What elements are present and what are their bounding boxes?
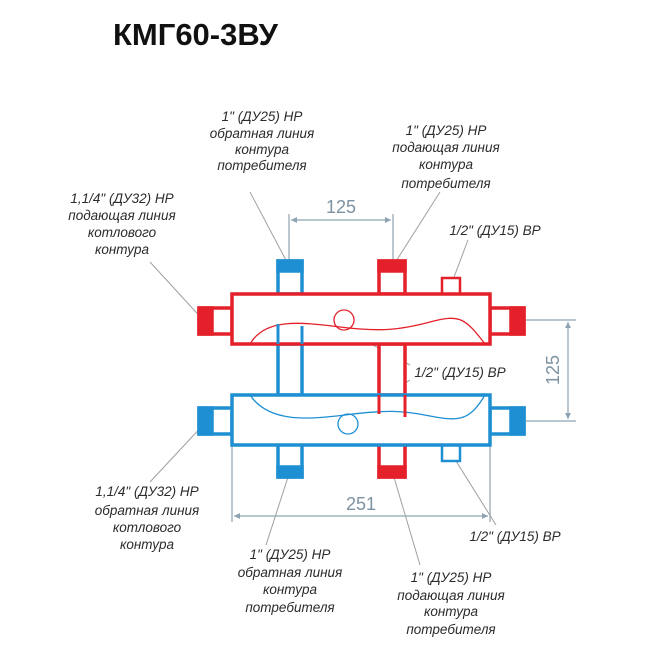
return-sensor-port	[337, 413, 359, 435]
return-header	[230, 393, 492, 447]
supply-header-cutaway	[249, 317, 486, 345]
svg-text:1" (ДУ25) НР: 1" (ДУ25) НР	[222, 109, 303, 124]
svg-text:котлового: котлового	[113, 520, 182, 535]
label-middle-ports: 1/2" (ДУ15) ВР	[414, 365, 505, 380]
svg-text:потребителя: потребителя	[245, 600, 334, 615]
label-bottom-supply-consumer: 1" (ДУ25) НР подающая линия контура потр…	[397, 570, 504, 637]
svg-text:потребителя: потребителя	[217, 158, 306, 173]
top-small-port	[440, 276, 462, 296]
label-top-supply-consumer: 1" (ДУ25) НР подающая линия контура потр…	[392, 123, 499, 191]
dimension-length-251: 251	[231, 446, 491, 522]
label-top-return-consumer: 1" (ДУ25) НР обратная линия контура потр…	[210, 109, 315, 173]
supply-header	[230, 292, 492, 346]
dimension-label: 251	[346, 494, 376, 514]
svg-text:обратная линия: обратная линия	[210, 126, 315, 141]
svg-text:1" (ДУ25) НР: 1" (ДУ25) НР	[411, 570, 492, 585]
svg-text:потребителя: потребителя	[401, 176, 490, 191]
dimension-label: 125	[326, 197, 356, 217]
label-bottom-return-consumer: 1" (ДУ25) НР обратная линия контура потр…	[238, 547, 343, 615]
label-bottom-small-port: 1/2" (ДУ15) ВР	[469, 529, 560, 544]
svg-text:контура: контура	[120, 537, 175, 552]
svg-text:контура: контура	[424, 604, 479, 619]
svg-text:подающая линия: подающая линия	[397, 588, 504, 603]
dimension-right-125: 125	[526, 319, 576, 422]
svg-text:1,1/4" (ДУ32) НР: 1,1/4" (ДУ32) НР	[95, 484, 198, 499]
svg-text:потребителя: потребителя	[406, 622, 495, 637]
svg-text:контура: контура	[95, 242, 150, 257]
label-top-small-port: 1/2" (ДУ15) ВР	[449, 223, 540, 238]
diagram-title: КМГ60-3ВУ	[113, 17, 279, 52]
label-left-return-boiler: 1,1/4" (ДУ32) НР обратная линия котловог…	[95, 484, 200, 552]
svg-text:котлового: котлового	[88, 225, 157, 240]
svg-text:1" (ДУ25) НР: 1" (ДУ25) НР	[250, 547, 331, 562]
label-left-supply-boiler: 1,1/4" (ДУ32) НР подающая линия котловог…	[68, 191, 175, 257]
supply-riser-pipe	[377, 342, 407, 397]
return-riser-pipe	[276, 342, 304, 397]
svg-text:контура: контура	[263, 582, 318, 597]
svg-text:подающая линия: подающая линия	[68, 208, 175, 223]
svg-text:подающая линия: подающая линия	[392, 140, 499, 155]
svg-text:обратная линия: обратная линия	[95, 503, 200, 518]
svg-text:обратная линия: обратная линия	[238, 565, 343, 580]
svg-text:1,1/4" (ДУ32) НР: 1,1/4" (ДУ32) НР	[70, 191, 173, 206]
dimension-label: 125	[543, 355, 563, 385]
svg-text:1" (ДУ25) НР: 1" (ДУ25) НР	[406, 123, 487, 138]
dimension-top-125: 125	[288, 197, 394, 262]
supply-sensor-port	[333, 309, 355, 331]
svg-text:контура: контура	[419, 157, 474, 172]
svg-text:контура: контура	[235, 142, 290, 157]
return-header-cutaway	[249, 394, 486, 420]
